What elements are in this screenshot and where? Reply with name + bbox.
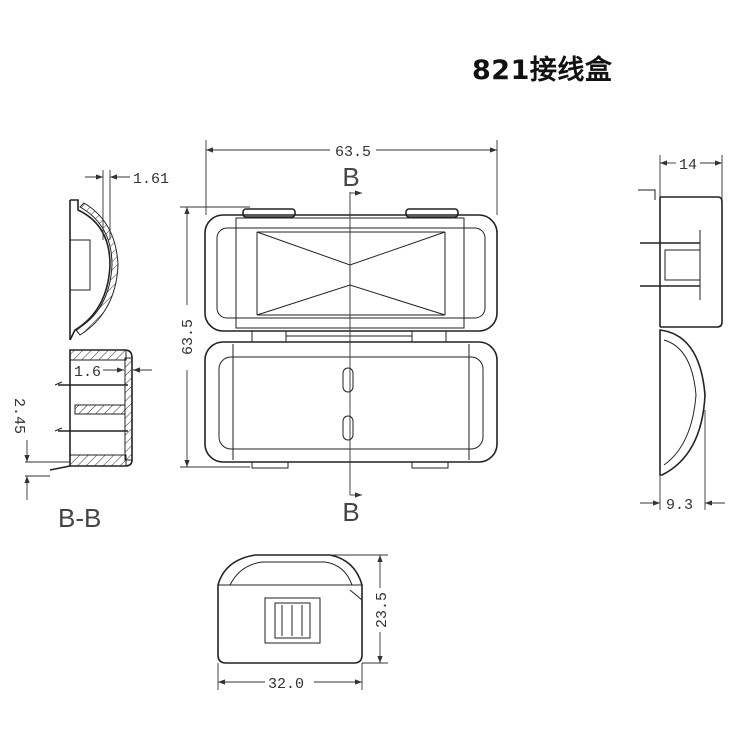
side-cap-dimension: 9.3: [666, 497, 693, 514]
side-depth-dimension: 14: [679, 157, 697, 174]
section-mark-bottom: B: [342, 497, 359, 527]
front-width-dimension: 63.5: [335, 144, 371, 161]
section-dim-1-6: 1.6: [74, 364, 101, 381]
drawing-title: 821接线盒: [472, 55, 613, 86]
front-height-dimension: 63.5: [180, 319, 197, 355]
bottom-width-dimension: 32.0: [268, 676, 304, 693]
front-view: 63.5 63.5 B: [180, 140, 498, 527]
section-view-b-b: 1.61 1.6 2.45 B-B: [10, 170, 169, 533]
bottom-view: 32.0 23.5: [217, 554, 391, 693]
section-mark-top: B: [342, 162, 359, 192]
side-view: 14 9.3: [638, 155, 725, 514]
section-dim-1-61: 1.61: [133, 171, 169, 188]
bottom-height-dimension: 23.5: [374, 592, 391, 628]
section-label: B-B: [58, 503, 101, 533]
section-dim-2-45: 2.45: [10, 398, 27, 434]
